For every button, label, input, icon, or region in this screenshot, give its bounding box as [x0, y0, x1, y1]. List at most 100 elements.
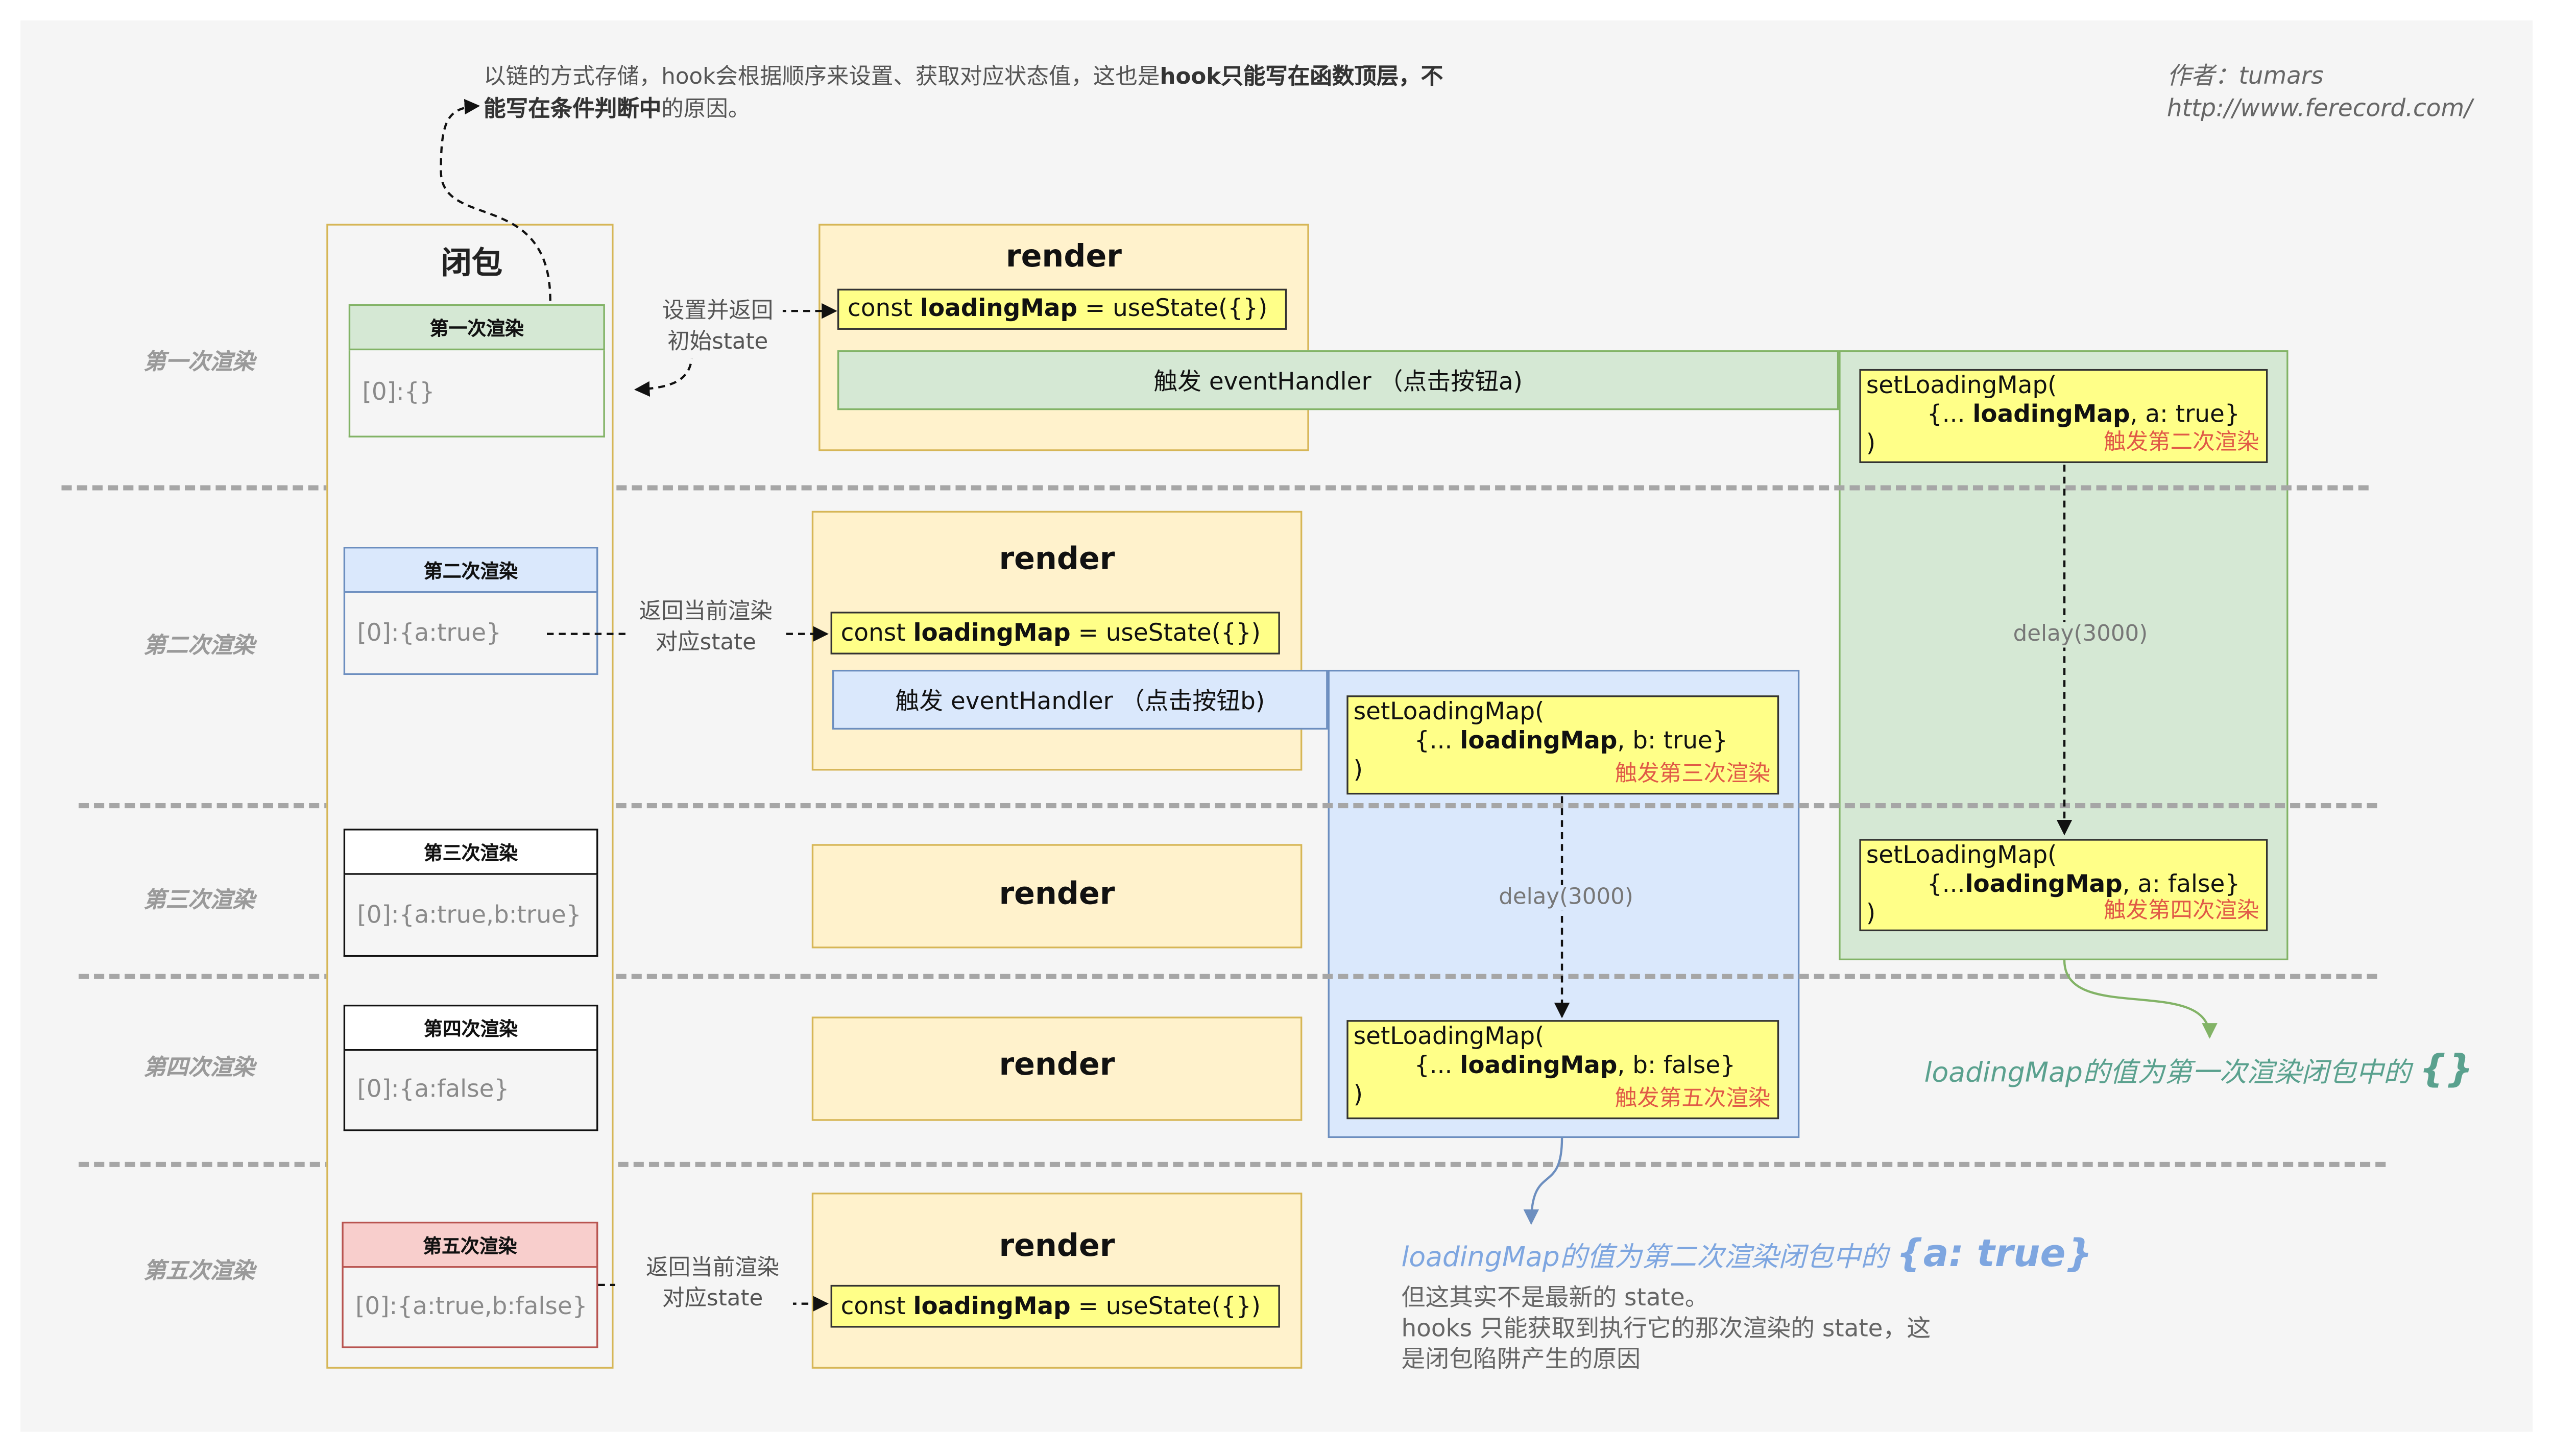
snapshot-5-header: 第五次渲染: [342, 1222, 598, 1268]
set-loading-a-true: setLoadingMap( {... loadingMap, a: true}…: [1859, 369, 2268, 464]
snapshot-4-header: 第四次渲染: [343, 1004, 598, 1051]
event-handler-b: 触发 eventHandler （点击按钮b): [832, 669, 1328, 730]
set-call-var: loadingMap: [1972, 401, 2130, 429]
note-init-state: 设置并返回初始state: [653, 297, 783, 359]
snapshot-2-header: 第二次渲染: [343, 547, 598, 593]
set-call-note: 触发第二次渲染: [2103, 430, 2259, 456]
set-loading-a-false: setLoadingMap( {...loadingMap, a: false}…: [1859, 839, 2268, 932]
set-call-close: ): [1353, 757, 1363, 785]
snapshot-5-value: [0]:{a:true,b:false}: [342, 1268, 598, 1348]
note-second-state: 返回当前渲染对应state: [625, 598, 786, 660]
render-divider-1: [61, 485, 2369, 491]
author-name: 作者：tumars: [2166, 63, 2324, 91]
note-fifth-state: 返回当前渲染对应state: [632, 1254, 793, 1316]
closure-trap-explanation: 但这其实不是最新的 state。 hooks 只能获取到执行它的那次渲染的 st…: [1401, 1283, 1982, 1376]
usestate-call-5: const loadingMap = useState({}): [830, 1284, 1280, 1328]
note-line: 初始state: [667, 329, 768, 356]
set-call-args: , b: true}: [1617, 727, 1728, 756]
snapshot-3-header: 第三次渲染: [343, 829, 598, 875]
note-line: 返回当前渲染: [646, 1255, 780, 1282]
event-handler-a: 触发 eventHandler （点击按钮a): [837, 350, 1839, 410]
snapshot-1-value: [0]:{}: [348, 350, 605, 438]
set-call-args: , a: false}: [2122, 871, 2241, 899]
result-value: {a: true}: [1896, 1233, 2092, 1277]
set-call-indent: {...: [1866, 871, 1965, 899]
render-divider-3: [78, 974, 2377, 979]
author-credit: 作者：tumars http://www.ferecord.com/: [2167, 61, 2472, 126]
set-call-note: 触发第三次渲染: [1615, 762, 1771, 788]
set-call-line: setLoadingMap(: [1353, 698, 1545, 726]
code-suffix: = useState({}): [1070, 619, 1261, 647]
set-call-line: setLoadingMap(: [1353, 1023, 1545, 1051]
code-variable: loadingMap: [913, 619, 1071, 647]
usestate-call-2: const loadingMap = useState({}): [830, 612, 1280, 654]
set-call-var: loadingMap: [1460, 727, 1618, 756]
set-call-var: loadingMap: [1965, 871, 2123, 899]
set-call-note: 触发第五次渲染: [1615, 1086, 1771, 1112]
top-note-text: 以链的方式存储，hook会根据顺序来设置、获取对应状态值，这也是: [484, 65, 1160, 91]
note-line: 对应state: [662, 1287, 763, 1313]
row-label-4: 第四次渲染: [143, 1056, 255, 1082]
set-loading-b-true: setLoadingMap( {... loadingMap, b: true}…: [1346, 695, 1779, 795]
render-box-3: render: [811, 844, 1303, 949]
row-label-1: 第一次渲染: [143, 350, 255, 376]
render-title-1: render: [1005, 239, 1122, 275]
render-title-4: render: [999, 1047, 1115, 1083]
explain-line: 是闭包陷阱产生的原因: [1401, 1346, 1641, 1374]
top-note: 以链的方式存储，hook会根据顺序来设置、获取对应状态值，这也是hook只能写在…: [484, 61, 1458, 126]
set-loading-b-false: setLoadingMap( {... loadingMap, b: false…: [1346, 1020, 1779, 1120]
set-call-indent: {...: [1353, 1052, 1460, 1080]
result-blue: loadingMap的值为第二次渲染闭包中的 {a: true}: [1401, 1233, 2092, 1276]
author-url: http://www.ferecord.com/: [2166, 95, 2472, 123]
set-call-indent: {...: [1353, 727, 1460, 756]
code-keyword: const: [840, 1292, 913, 1320]
render-box-1: render: [818, 224, 1309, 451]
render-title-3: render: [999, 876, 1115, 913]
closure-container: [326, 224, 614, 1369]
closure-title: 闭包: [441, 246, 502, 282]
set-call-close: ): [1353, 1081, 1363, 1109]
fifth-state-arrow: [598, 1283, 827, 1304]
set-call-args: , a: true}: [2130, 401, 2240, 429]
code-keyword: const: [840, 619, 913, 647]
set-call-var: loadingMap: [1460, 1052, 1618, 1080]
explain-line: 但这其实不是最新的 state。: [1401, 1284, 1709, 1313]
set-call-line: setLoadingMap(: [1866, 842, 2057, 870]
row-label-2: 第二次渲染: [143, 634, 255, 660]
first-return-arrow: [634, 352, 693, 397]
set-call-line: setLoadingMap(: [1866, 372, 2057, 400]
blue-result-arrow: [1523, 1138, 1563, 1225]
row-label-5: 第五次渲染: [143, 1259, 255, 1285]
delay-label-b: delay(3000): [1499, 885, 1633, 911]
set-call-args: , b: false}: [1617, 1052, 1736, 1080]
render-divider-2: [78, 803, 2377, 809]
set-call-note: 触发第四次渲染: [2103, 899, 2259, 925]
note-line: 对应state: [655, 630, 756, 657]
closure-to-note-arrow: [440, 99, 551, 301]
render-box-4: render: [811, 1016, 1303, 1121]
code-suffix: = useState({}): [1070, 1292, 1261, 1320]
delay-label-a: delay(3000): [2013, 622, 2148, 648]
green-result-arrow: [2063, 960, 2218, 1039]
render-title-2: render: [999, 541, 1115, 578]
render-divider-4: [78, 1161, 2386, 1167]
set-call-indent: {...: [1866, 401, 1973, 429]
usestate-call-1: const loadingMap = useState({}): [837, 288, 1287, 330]
result-text: loadingMap的值为第二次渲染闭包中的: [1401, 1240, 1897, 1273]
code-suffix: = useState({}): [1077, 296, 1268, 323]
code-variable: loadingMap: [913, 1292, 1071, 1320]
snapshot-1-header: 第一次渲染: [348, 304, 605, 351]
result-green: loadingMap的值为第一次渲染闭包中的 {}: [1924, 1049, 2473, 1092]
render-title-5: render: [999, 1228, 1115, 1265]
result-value: {}: [2419, 1049, 2473, 1092]
snapshot-3-value: [0]:{a:true,b:true}: [343, 875, 598, 957]
row-label-3: 第三次渲染: [143, 888, 255, 914]
note-line: 返回当前渲染: [639, 599, 773, 625]
set-call-close: ): [1866, 900, 1876, 928]
render-box-5: render: [811, 1193, 1303, 1369]
code-variable: loadingMap: [920, 296, 1078, 323]
note-line: 设置并返回: [662, 299, 774, 325]
snapshot-4-value: [0]:{a:false}: [343, 1051, 598, 1131]
